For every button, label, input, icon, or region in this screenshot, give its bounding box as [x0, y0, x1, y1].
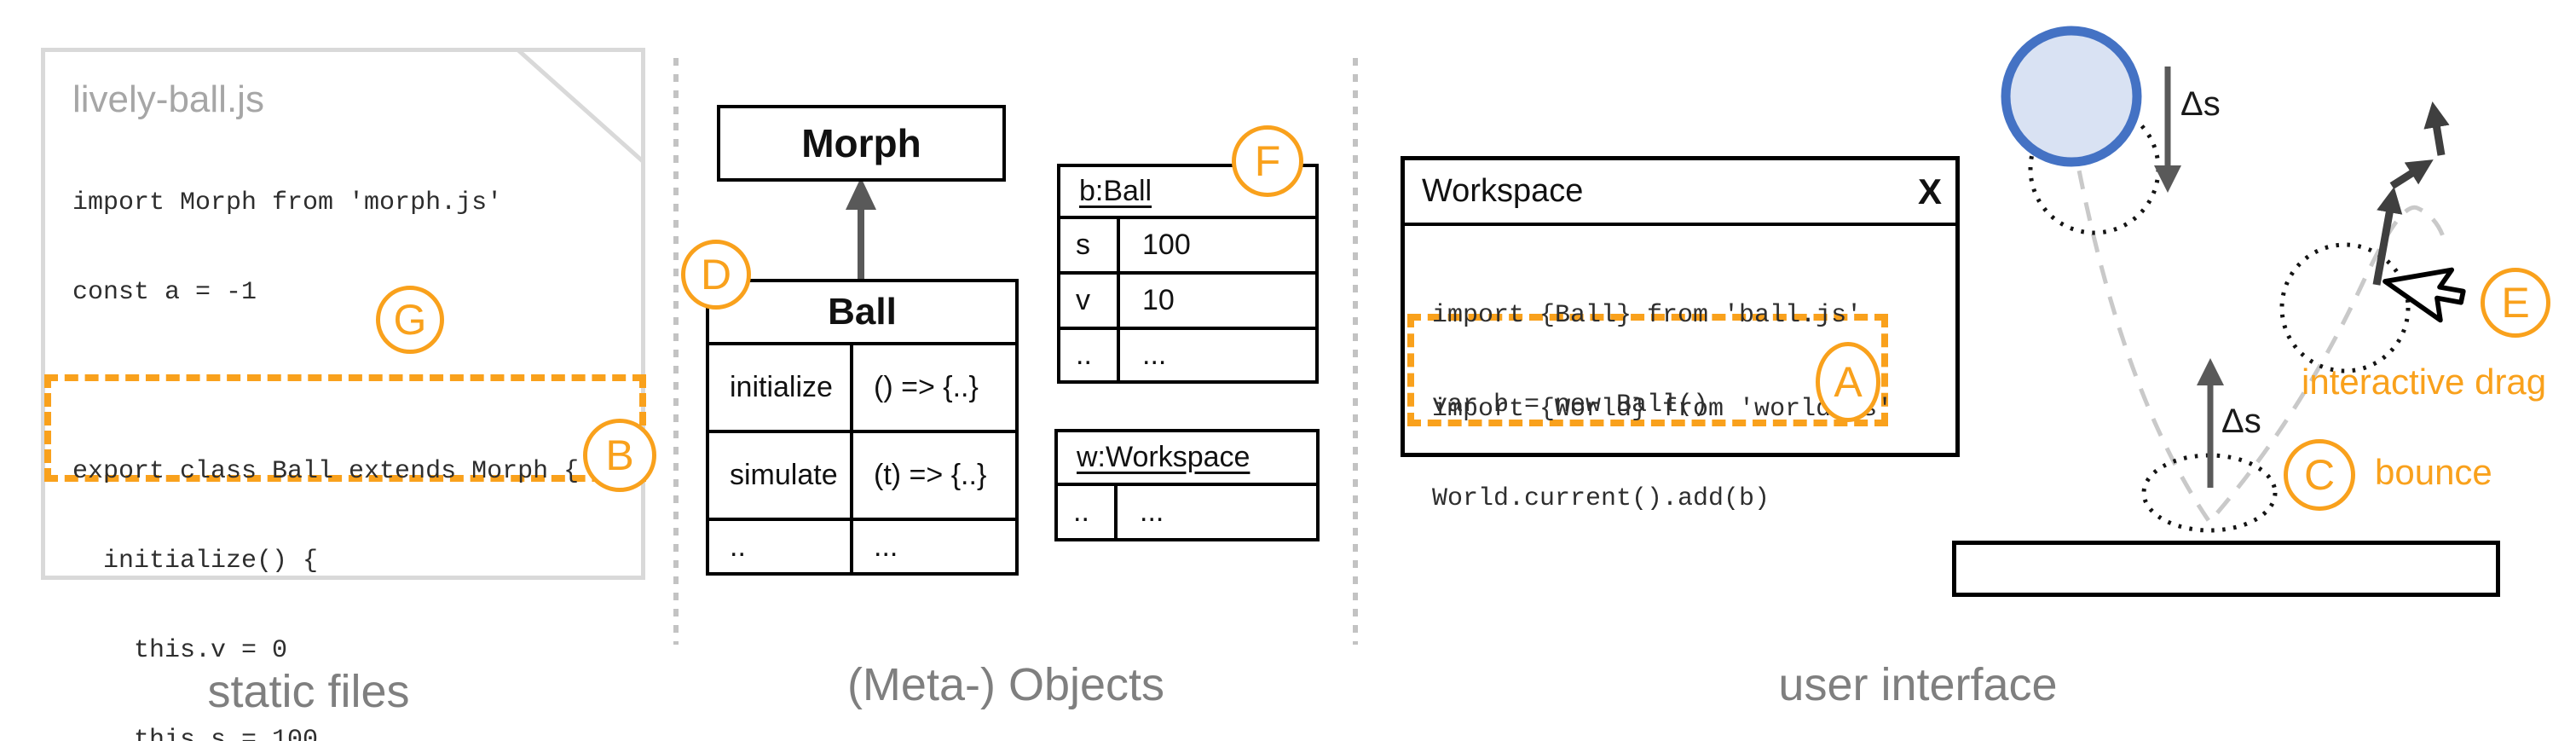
workspace-titlebar[interactable]: Workspace X [1405, 160, 1955, 226]
code-line: World.current().add(b) [1432, 484, 1770, 513]
annotation-letter: B [605, 431, 634, 479]
method-name-cell: initialize [709, 345, 853, 430]
annotation-circle-b: B [583, 419, 656, 492]
table-row: .. ... [709, 521, 1015, 572]
table-row: simulate (t) => {..} [709, 433, 1015, 521]
object-title: b:Ball [1060, 167, 1315, 219]
slot-value-cell: 100 [1142, 229, 1191, 261]
slot-name-cell: .. [1060, 330, 1120, 380]
workspace-command-code[interactable]: var b = new Ball() World.current().add(b… [1432, 329, 1770, 575]
section-divider [673, 58, 679, 645]
table-row: initialize () => {..} [709, 345, 1015, 433]
annotation-circle-c: C [2284, 439, 2355, 511]
file-code-block: import Morph from 'morph.js' const a = -… [72, 130, 579, 741]
b-ball-object-box: b:Ball s 100 v 10 .. ... [1057, 164, 1319, 384]
method-name-cell: .. [709, 521, 853, 572]
code-line: this.v = 0 [72, 636, 288, 665]
annotation-circle-e: E [2481, 268, 2550, 338]
section-label-meta-objects: (Meta-) Objects [846, 659, 1165, 710]
code-line: import {Ball} from 'ball.js' [1432, 301, 1863, 330]
table-row: s 100 [1060, 219, 1315, 275]
slot-name-cell: v [1060, 275, 1120, 327]
code-line [72, 367, 579, 398]
table-row: .. ... [1058, 486, 1316, 538]
delta-s-down-arrow-icon [2154, 67, 2181, 193]
slot-name-cell: s [1060, 219, 1120, 271]
section-label-static-files: static files [207, 666, 410, 717]
source-file-card [41, 48, 645, 580]
method-value-cell: (t) => {..} [874, 459, 987, 491]
method-value-cell: ... [874, 530, 898, 563]
file-name: lively-ball.js [72, 78, 264, 120]
trajectory-dashed-path [2059, 74, 2447, 526]
section-label-user-interface: user interface [1778, 659, 2058, 710]
bounce-squashed-ball-ellipse [2141, 453, 2278, 533]
code-line: var b = new Ball() [1432, 391, 1709, 420]
morph-class-title: Morph [801, 121, 921, 165]
code-line: initialize() { [72, 547, 319, 576]
workspace-window-title: Workspace [1422, 173, 1584, 209]
annotation-letter: E [2501, 279, 2530, 327]
annotation-circle-d: D [681, 240, 751, 310]
drag-path-arrows-icon [2372, 101, 2450, 286]
object-title: w:Workspace [1058, 432, 1316, 486]
inheritance-arrow-icon [846, 177, 876, 279]
drag-ghost-ball-circle [2279, 242, 2411, 373]
annotation-letter: C [2303, 451, 2336, 499]
ball-morph[interactable] [2001, 26, 2142, 167]
ground-floor-rect [1952, 541, 2500, 597]
section-divider [1353, 58, 1358, 645]
close-button[interactable]: X [1917, 171, 1942, 211]
interactive-drag-label: interactive drag [2302, 362, 2547, 402]
annotation-circle-a: A [1816, 342, 1880, 422]
code-line: export class Ball extends Morph { [72, 457, 580, 486]
mouse-cursor-icon [2383, 267, 2466, 323]
annotation-circle-g: G [376, 286, 444, 354]
morph-class-box: Morph [717, 105, 1006, 182]
method-name-cell: simulate [709, 433, 853, 518]
table-row: v 10 [1060, 275, 1315, 330]
ball-class-title: Ball [709, 282, 1015, 345]
code-line: const a = -1 [72, 278, 257, 307]
annotation-circle-f: F [1232, 125, 1303, 197]
workspace-window: Workspace X [1401, 156, 1960, 457]
code-line: this.s = 100 [72, 726, 319, 741]
slot-value-cell: 10 [1142, 284, 1175, 316]
code-line: import Morph from 'morph.js' [72, 188, 503, 217]
file-fold-corner-icon [516, 48, 645, 164]
method-value-cell: () => {..} [874, 371, 979, 403]
annotation-letter: G [393, 296, 427, 344]
delta-s-down-label: Δs [2180, 85, 2221, 123]
delta-s-up-label: Δs [2221, 402, 2261, 440]
annotation-letter: A [1834, 358, 1863, 406]
bounce-label: bounce [2375, 452, 2492, 492]
table-row: .. ... [1060, 330, 1315, 380]
slot-name-cell: .. [1058, 486, 1118, 538]
annotation-letter: F [1254, 137, 1281, 185]
slot-value-cell: ... [1140, 495, 1164, 528]
slot-value-cell: ... [1142, 339, 1167, 371]
w-workspace-object-box: w:Workspace .. ... [1054, 429, 1320, 541]
ball-class-box: Ball initialize () => {..} simulate (t) … [706, 279, 1019, 576]
workspace-import-code[interactable]: import {Ball} from 'ball.js' import {Wor… [1432, 240, 1892, 485]
workspace-command-highlight-box [1407, 314, 1888, 426]
annotation-letter: D [700, 251, 732, 298]
delta-s-up-arrow-icon [2197, 358, 2224, 488]
